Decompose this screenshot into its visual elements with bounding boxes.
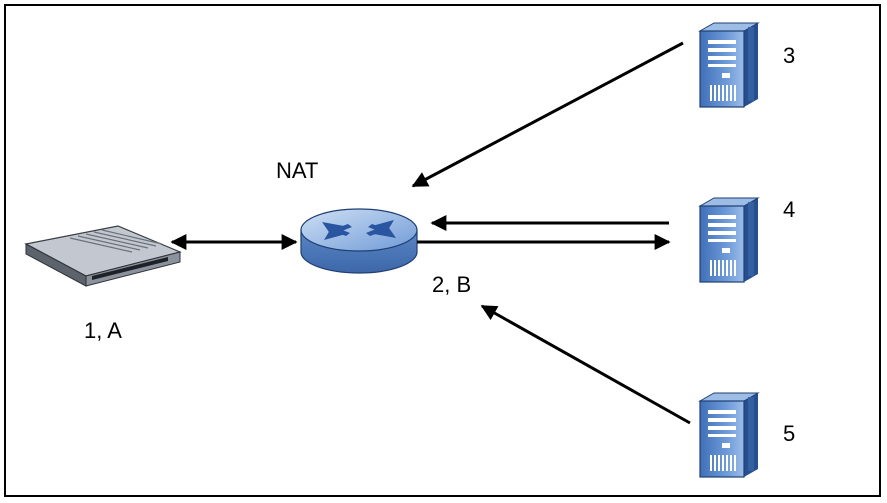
server-5-icon <box>699 392 759 478</box>
server-5-label: 5 <box>783 421 795 446</box>
server-3-label: 3 <box>783 43 795 68</box>
server3-to-router-arrow <box>411 41 684 188</box>
server-3-icon <box>699 22 759 108</box>
host-label: 1, A <box>84 318 122 343</box>
server-4-icon <box>699 197 759 283</box>
host-device-icon <box>24 225 182 287</box>
server5-to-router-arrow <box>480 304 691 425</box>
nat-label: NAT <box>276 158 318 183</box>
nat-router-icon <box>300 208 418 274</box>
server-4-label: 4 <box>783 197 795 222</box>
router-label: 2, B <box>432 272 471 297</box>
